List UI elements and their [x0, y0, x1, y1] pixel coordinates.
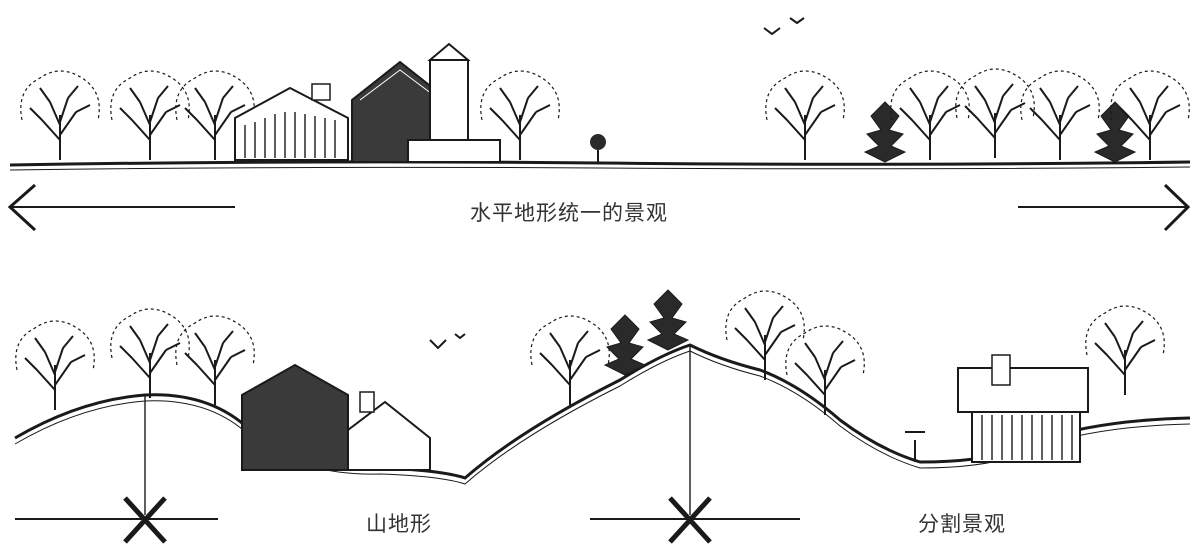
bird-icon [763, 27, 781, 36]
bird-icon [429, 339, 447, 350]
deciduous-tree [954, 68, 1036, 159]
deciduous-tree [764, 70, 846, 161]
deciduous-tree [889, 70, 971, 161]
bird-icon [454, 333, 466, 340]
right-house-building [957, 354, 1089, 463]
mountain-terrain-caption: 山地形 [366, 512, 432, 536]
left-arrow-icon [7, 183, 235, 232]
hill-terrain-line [14, 343, 1191, 480]
deciduous-tree [784, 325, 866, 416]
conifer-tree [604, 314, 646, 376]
conifer-tree [647, 289, 689, 351]
deciduous-tree [14, 320, 96, 411]
shed-building [234, 83, 349, 161]
deciduous-tree [109, 308, 191, 399]
divided-landscape-caption: 分割景观 [918, 512, 1006, 536]
bottom-panel-sketch [14, 289, 1191, 544]
conifer-tree [864, 101, 906, 163]
deciduous-tree [1084, 305, 1166, 396]
top-caption: 水平地形统一的景观 [470, 201, 668, 225]
right-arrow-icon [1018, 183, 1191, 232]
deciduous-tree [724, 290, 806, 381]
dark-house-building [241, 363, 349, 471]
deciduous-tree [19, 70, 101, 161]
deciduous-tree [174, 315, 256, 406]
bird-icon [789, 17, 805, 25]
flat-ground-line [9, 160, 1191, 167]
barn-building [351, 42, 501, 163]
deciduous-tree [109, 70, 191, 161]
cross-icon [123, 496, 167, 544]
top-panel-sketch [7, 17, 1191, 232]
deciduous-tree [1019, 70, 1101, 161]
conifer-tree [1094, 101, 1136, 163]
small-house-building [347, 391, 431, 471]
cross-icon [668, 496, 712, 544]
